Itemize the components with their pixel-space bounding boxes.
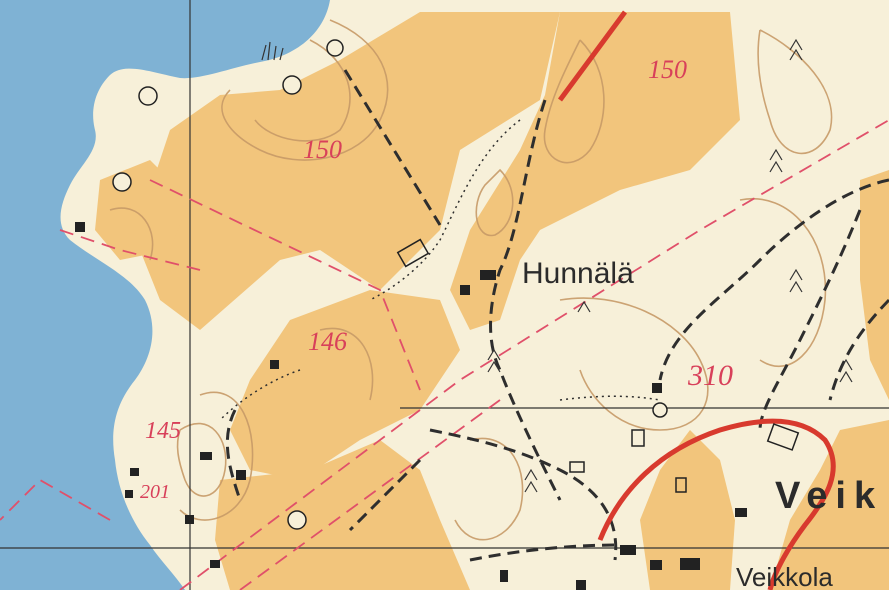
building xyxy=(185,515,194,524)
building xyxy=(631,429,645,447)
elevation-label: 146 xyxy=(308,327,347,356)
building xyxy=(569,461,585,473)
marsh-symbol xyxy=(261,41,284,61)
field-southeast xyxy=(640,430,735,590)
building xyxy=(130,468,139,476)
main-road xyxy=(557,10,836,590)
conifer-symbols xyxy=(487,38,853,493)
footpaths xyxy=(219,119,661,421)
building xyxy=(200,452,212,460)
contours xyxy=(109,19,833,541)
building xyxy=(652,383,662,393)
field-northeast xyxy=(450,12,740,330)
elevation-label: 201 xyxy=(140,481,170,503)
boulder-symbols xyxy=(112,39,668,530)
building xyxy=(460,285,470,295)
place-label-hunnala: Hunnälä xyxy=(522,257,634,290)
place-label-veikkola: Veikkola xyxy=(736,562,833,590)
place-label-veik: Veik xyxy=(775,475,883,517)
building xyxy=(766,423,800,451)
elevation-label: 150 xyxy=(303,135,342,164)
buildings xyxy=(75,222,800,590)
field-middle xyxy=(230,290,460,480)
building xyxy=(675,477,687,493)
boundary-lines xyxy=(0,119,889,590)
building xyxy=(270,360,279,369)
building xyxy=(576,580,586,590)
building xyxy=(650,560,662,570)
field-far-east xyxy=(860,170,889,400)
building xyxy=(500,570,508,582)
building xyxy=(210,560,220,568)
building xyxy=(480,270,496,280)
lake xyxy=(0,0,330,590)
building xyxy=(680,558,700,570)
field-south xyxy=(215,440,470,590)
building xyxy=(620,545,636,555)
building xyxy=(125,490,133,498)
elevation-label: 145 xyxy=(145,418,181,444)
building xyxy=(396,238,430,268)
elevation-label: 310 xyxy=(687,359,733,392)
elevation-label: 150 xyxy=(648,55,687,84)
building xyxy=(236,470,246,480)
building xyxy=(735,508,747,517)
field-north xyxy=(140,12,560,330)
building xyxy=(75,222,85,232)
minor-roads xyxy=(225,69,889,562)
